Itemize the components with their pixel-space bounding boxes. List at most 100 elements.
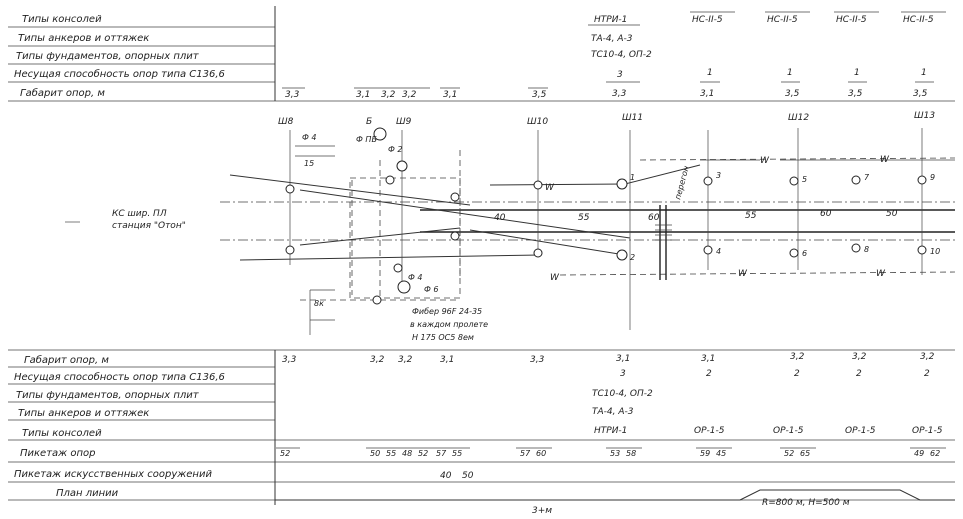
picket-value: 45 [716, 449, 726, 458]
gabarit-value: 3,1 [440, 355, 454, 365]
pole-label: Ш12 [788, 113, 809, 123]
pole-label: Ш11 [622, 113, 643, 123]
capacity-value: 1 [787, 68, 793, 78]
station-note: КС шир. ПЛ [112, 209, 167, 219]
track-plan: Ш8 Б Ш9 Ш10 Ш11 Ш12 Ш13 1 2 3 4 5 6 7 8 … [65, 111, 956, 342]
gabarit-value: 3,3 [530, 355, 545, 365]
pole-label: Ш13 [914, 111, 935, 121]
pole-number: 9 [930, 173, 935, 182]
picket-value: 52 [280, 449, 290, 458]
pole-label: Ш9 [396, 117, 412, 127]
wire-marker: W [738, 269, 748, 279]
gabarit-value: 3,1 [701, 354, 715, 364]
pole-number: 3 [716, 171, 721, 180]
structure-picket: 50 [462, 471, 474, 481]
top-row-label: Типы консолей [22, 14, 102, 25]
span-length: 50 [886, 209, 898, 219]
annotation: Ф ПБ [356, 135, 377, 144]
pole-marker [616, 249, 628, 261]
pole-marker [533, 180, 543, 190]
gabarit-value: 3,2 [398, 355, 413, 365]
top-row-label: Несущая способность опор типа С136,6 [14, 68, 225, 80]
pole-number: 8 [864, 245, 869, 254]
anchor-type: ТА-4, А-3 [591, 34, 633, 44]
gabarit-value: 3,2 [790, 352, 805, 362]
annotation: Ф 6 [424, 285, 439, 294]
gabarit-value: 3,2 [402, 90, 417, 100]
pole-label: Б [366, 117, 372, 127]
annotation: в каждом пролете [410, 320, 488, 329]
gabarit-value: 3,1 [356, 90, 370, 100]
capacity-value: 3 [617, 70, 623, 80]
gabarit-value: 3,5 [532, 90, 547, 100]
bottom-row-label: Типы консолей [22, 428, 102, 439]
capacity-value: 2 [924, 369, 930, 379]
pole-marker [616, 178, 628, 190]
bottom-row-label: Пикетаж искусственных сооружений [14, 469, 212, 480]
picket-value: 65 [800, 449, 810, 458]
annotation: 8к [314, 299, 324, 308]
console-type: НТРИ-1 [594, 426, 627, 436]
capacity-value: 3 [620, 369, 626, 379]
top-table: Типы консолей Типы анкеров и оттяжек Тип… [8, 6, 955, 102]
pole-number: 1 [630, 173, 635, 182]
picket-value: 49 [914, 449, 924, 458]
console-type: ОР-1-5 [773, 426, 804, 436]
pole-marker [789, 176, 799, 186]
console-type: НС-II-5 [692, 15, 723, 25]
top-row-label: Типы анкеров и оттяжек [18, 33, 149, 44]
picket-value: 55 [452, 449, 462, 458]
pole-marker [703, 176, 713, 186]
pole-number: 5 [802, 175, 807, 184]
bottom-row-label: Несущая способность опор типа С136,6 [14, 371, 225, 383]
pole-marker [372, 295, 382, 305]
pole-marker [789, 248, 799, 258]
pole-marker [917, 175, 927, 185]
pole-number: 2 [630, 253, 635, 262]
capacity-value: 1 [707, 68, 713, 78]
pole-marker [917, 245, 927, 255]
wire-marker: W [760, 156, 770, 166]
gabarit-value: 3,1 [700, 89, 714, 99]
console-type: НС-II-5 [836, 15, 867, 25]
annotation: Ф 4 [302, 133, 317, 142]
pole-marker [373, 127, 387, 141]
picket-value: 50 [370, 449, 380, 458]
annotation: 15 [304, 159, 314, 168]
section-insulator [655, 205, 672, 280]
bottom-row-label: План линии [56, 488, 119, 499]
foundation-type: ТС10-4, ОП-2 [591, 50, 652, 60]
wire-marker: W [876, 269, 886, 279]
station-note: станция "Отон" [112, 221, 186, 231]
capacity-value: 2 [856, 369, 862, 379]
picket-value: 59 [700, 449, 710, 458]
picket-value: 55 [386, 449, 396, 458]
console-type: НТРИ-1 [594, 15, 627, 25]
span-length: 55 [745, 211, 757, 221]
annotation: Ф 2 [388, 145, 403, 154]
top-row-label: Типы фундаментов, опорных плит [16, 51, 200, 62]
pole-label: Ш8 [278, 117, 294, 127]
console-type: ОР-1-5 [694, 426, 725, 436]
gabarit-value: 3,5 [785, 89, 800, 99]
picket-value: 58 [626, 449, 636, 458]
pole-number: 10 [930, 247, 940, 256]
wire-marker: W [550, 273, 560, 283]
pole-marker [703, 245, 713, 255]
pole-marker [533, 248, 543, 258]
anchor-type: ТА-4, А-3 [592, 407, 634, 417]
console-type: ОР-1-5 [845, 426, 876, 436]
bottom-row-label: Типы фундаментов, опорных плит [16, 390, 200, 401]
picket-value: 57 [520, 449, 531, 458]
foundation-type: ТС10-4, ОП-2 [592, 389, 653, 399]
bottom-row-label: Пикетаж опор [20, 448, 95, 459]
gabarit-value: 3,3 [282, 355, 297, 365]
gabarit-value: 3,3 [285, 90, 300, 100]
pole-number: 4 [716, 247, 721, 256]
gabarit-value: 3,2 [381, 90, 396, 100]
annotation: Ф 4 [408, 273, 423, 282]
pole-marker [285, 184, 295, 194]
capacity-value: 2 [706, 369, 712, 379]
gabarit-value: 3,3 [612, 89, 627, 99]
